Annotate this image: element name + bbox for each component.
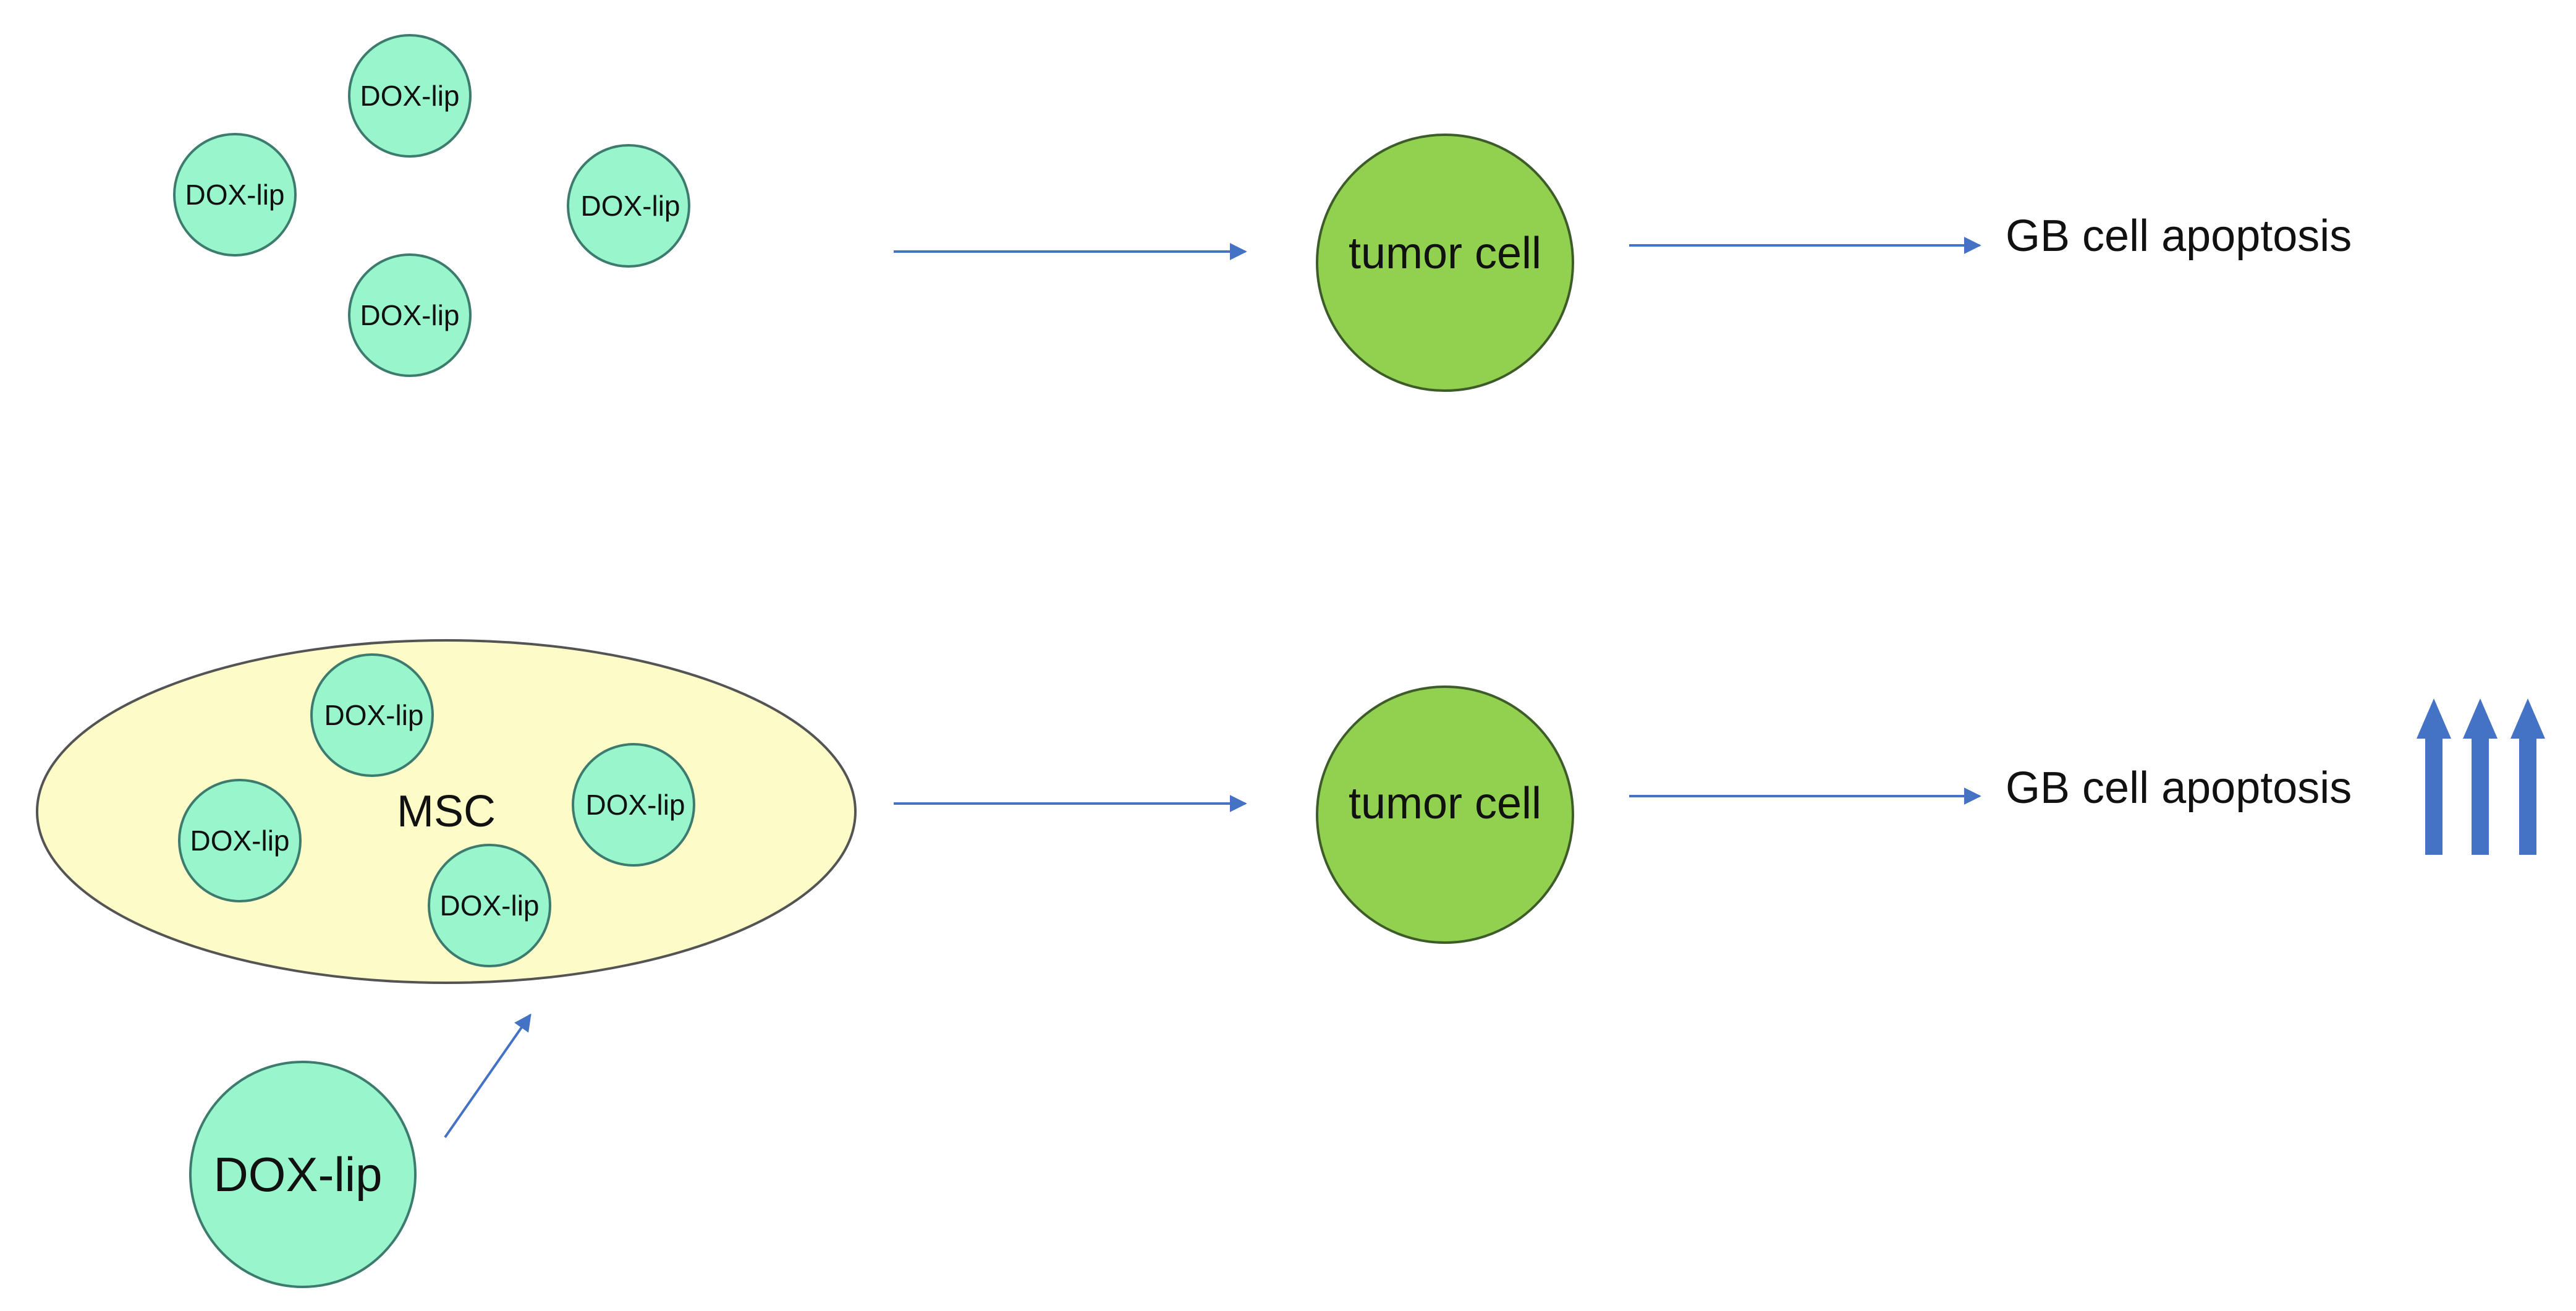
liposome-bottom: DOX-lip bbox=[348, 253, 472, 377]
liposome-label: DOX-lip bbox=[324, 699, 423, 731]
liposome-label: DOX-lip bbox=[185, 179, 284, 211]
msc-liposome-left: DOX-lip bbox=[178, 779, 302, 902]
msc-liposome-right: DOX-lip bbox=[572, 743, 695, 867]
up-arrow-icon bbox=[2417, 698, 2451, 855]
msc-label: MSC bbox=[397, 787, 496, 836]
free-liposome-label: DOX-lip bbox=[213, 1147, 382, 1202]
liposome-label: DOX-lip bbox=[360, 299, 459, 331]
up-arrow-icon bbox=[2510, 698, 2545, 855]
bottom-tumor-cell: tumor cell bbox=[1316, 685, 1574, 944]
uptake-arrow bbox=[444, 1013, 532, 1139]
msc-cell: MSC DOX-lip DOX-lip DOX-lip DOX-lip bbox=[36, 639, 857, 984]
bottom-outcome-label: GB cell apoptosis bbox=[2006, 763, 2352, 813]
liposome-label: DOX-lip bbox=[585, 789, 685, 821]
top-outcome-label: GB cell apoptosis bbox=[2006, 211, 2352, 261]
increase-arrows bbox=[2417, 698, 2545, 855]
tumor-cell-label: tumor cell bbox=[1349, 779, 1541, 828]
liposome-label: DOX-lip bbox=[580, 190, 680, 222]
tumor-cell-label: tumor cell bbox=[1349, 229, 1541, 278]
free-liposome: DOX-lip bbox=[189, 1061, 417, 1288]
liposome-label: DOX-lip bbox=[190, 825, 289, 857]
msc-liposome-bottom: DOX-lip bbox=[428, 844, 551, 967]
up-arrow-icon bbox=[2463, 698, 2498, 855]
top-tumor-cell: tumor cell bbox=[1316, 134, 1574, 392]
top-liposome-cluster: DOX-lip DOX-lip DOX-lip DOX-lip bbox=[173, 34, 690, 377]
msc-liposome-top: DOX-lip bbox=[310, 653, 434, 777]
liposome-label: DOX-lip bbox=[360, 80, 459, 112]
liposome-top: DOX-lip bbox=[348, 34, 472, 158]
liposome-left: DOX-lip bbox=[173, 133, 297, 257]
liposome-right: DOX-lip bbox=[567, 144, 690, 268]
liposome-label: DOX-lip bbox=[439, 889, 539, 922]
